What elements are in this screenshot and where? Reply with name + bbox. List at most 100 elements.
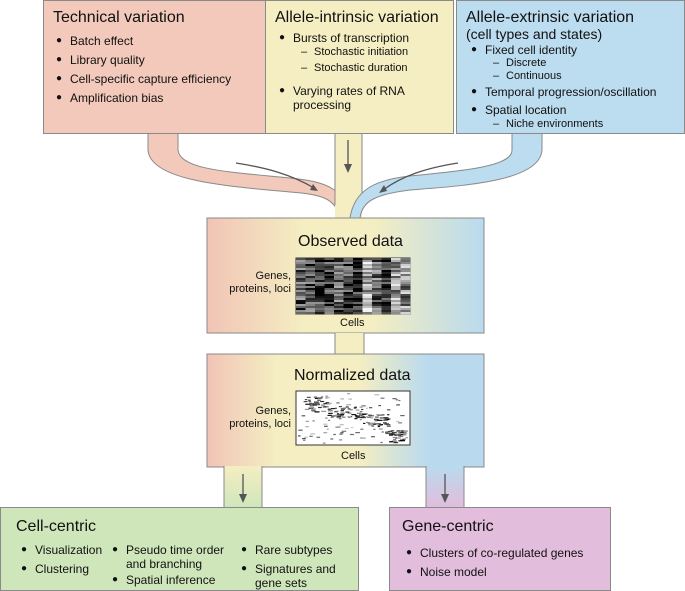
- normalized-heatmap-cell: [316, 436, 321, 438]
- observed-heatmap-cell: [305, 302, 316, 305]
- observed-heatmap-cell: [362, 260, 373, 263]
- observed-heatmap-cell: [334, 276, 344, 279]
- observed-heatmap-cell: [381, 298, 392, 301]
- observed-heatmap-cell: [391, 284, 401, 287]
- observed-heatmap-cell: [353, 292, 363, 295]
- observed-heatmap-cell: [315, 274, 325, 277]
- observed-heatmap-cell: [400, 310, 411, 313]
- observed-heatmap-cell: [334, 264, 344, 267]
- normalized-heatmap-cell: [380, 441, 383, 444]
- normalized-heatmap-cell: [347, 416, 351, 418]
- normalized-heatmap-cell: [368, 424, 374, 426]
- normalized-heatmap-cell: [306, 396, 311, 398]
- list-item: Library quality: [56, 53, 231, 67]
- normalized-heatmap-cell: [320, 400, 325, 403]
- normalized-heatmap-cell: [376, 419, 382, 421]
- observed-heatmap-cell: [381, 260, 392, 263]
- observed-heatmap-cell: [296, 304, 306, 307]
- observed-heatmap-cell: [400, 258, 411, 261]
- observed-heatmap-cell: [353, 288, 363, 291]
- normalized-heatmap-cell: [359, 411, 363, 413]
- observed-heatmap-cell: [334, 296, 344, 299]
- observed-heatmap-cell: [353, 266, 363, 269]
- gene-centric-box: Gene-centric Clusters of co-regulated ge…: [389, 507, 611, 591]
- normalized-heatmap-cell: [390, 430, 395, 432]
- observed-heatmap-cell: [353, 290, 363, 293]
- observed-heatmap-cell: [315, 294, 325, 297]
- observed-heatmap-cell: [391, 302, 401, 305]
- normalized-heatmap-cell: [393, 442, 399, 444]
- list-item-line: Pseudo time order: [126, 543, 225, 557]
- normalized-heatmap-frame: [295, 390, 411, 446]
- observed-heatmap-cell: [353, 274, 363, 277]
- cell-centric-title: Cell-centric: [16, 518, 97, 535]
- intrinsic-variation-list: Bursts of transcription: [279, 31, 409, 45]
- observed-heatmap-cell: [305, 286, 316, 289]
- observed-heatmap-cell: [315, 270, 325, 273]
- observed-heatmap-cell: [296, 268, 306, 271]
- observed-heatmap-cell: [400, 278, 411, 281]
- normalized-heatmap-cell: [387, 418, 391, 420]
- observed-heatmap-cell: [343, 280, 354, 283]
- observed-heatmap-cell: [305, 290, 316, 293]
- observed-heatmap-cell: [343, 288, 354, 291]
- observed-heatmap-cell: [372, 276, 382, 279]
- observed-heatmap-cell: [343, 258, 354, 261]
- observed-heatmap-cell: [324, 274, 335, 277]
- observed-heatmap-cell: [315, 288, 325, 291]
- sub-item-text: Discrete: [506, 57, 547, 69]
- observed-heatmap-cell: [372, 260, 382, 263]
- observed-heatmap-cell: [400, 264, 411, 267]
- normalized-heatmap: [295, 390, 411, 446]
- observed-heatmap-cell: [334, 284, 344, 287]
- observed-heatmap-cell: [315, 264, 325, 267]
- observed-heatmap-cell: [296, 310, 306, 313]
- list-item-line: and branching: [126, 557, 203, 571]
- observed-heatmap-cell: [343, 270, 354, 273]
- sub-item-text: Niche environments: [506, 118, 604, 130]
- observed-heatmap-cell: [372, 288, 382, 291]
- normalized-heatmap-cell: [340, 415, 344, 417]
- observed-heatmap-cell: [305, 260, 316, 263]
- observed-heatmap-cell: [400, 272, 411, 275]
- normalized-heatmap-cell: [360, 416, 365, 419]
- observed-heatmap-cell: [353, 294, 363, 297]
- normalized-heatmap-cell: [373, 428, 376, 430]
- technical-flow-tube: [147, 132, 349, 219]
- observed-heatmap-cell: [324, 298, 335, 301]
- observed-heatmap-cell: [381, 300, 392, 303]
- observed-heatmap-cell: [315, 302, 325, 305]
- normalized-heatmap-cell: [400, 439, 405, 441]
- normalized-heatmap-cell: [341, 416, 346, 418]
- normalized-heatmap-cell: [313, 396, 318, 398]
- normalized-heatmap-cell: [359, 414, 362, 416]
- observed-heatmap-cell: [381, 296, 392, 299]
- observed-heatmap-cell: [305, 266, 316, 269]
- normalized-heatmap-cell: [330, 416, 334, 418]
- observed-heatmap-cell: [372, 262, 382, 265]
- observed-heatmap-cell: [400, 312, 411, 315]
- normalized-heatmap-cell: [326, 397, 331, 399]
- observed-heatmap-cell: [305, 296, 316, 299]
- normalized-heatmap-cell: [389, 434, 393, 436]
- normalized-heatmap-cell: [311, 409, 316, 411]
- observed-heatmap-cell: [400, 302, 411, 305]
- normalized-heatmap-cell: [316, 402, 320, 404]
- observed-y-label-line: proteins, loci: [229, 283, 291, 295]
- observed-heatmap-cell: [334, 278, 344, 281]
- observed-heatmap-cell: [381, 286, 392, 289]
- observed-heatmap-cell: [362, 308, 373, 311]
- observed-heatmap-cell: [315, 262, 325, 265]
- normalized-heatmap-cell: [380, 417, 386, 419]
- observed-heatmap-cell: [305, 304, 316, 307]
- observed-heatmap-cell: [296, 306, 306, 309]
- normalized-y-label-line: Genes,: [255, 405, 291, 417]
- technical-variation-title: Technical variation: [53, 9, 185, 26]
- observed-heatmap-cell: [296, 288, 306, 291]
- observed-heatmap-cell: [362, 262, 373, 265]
- normalized-heatmap-cell: [384, 417, 389, 419]
- observed-heatmap-cell: [353, 304, 363, 307]
- normalized-heatmap-cell: [346, 404, 352, 406]
- observed-heatmap-cell: [372, 286, 382, 289]
- normalized-heatmap-cell: [340, 432, 344, 434]
